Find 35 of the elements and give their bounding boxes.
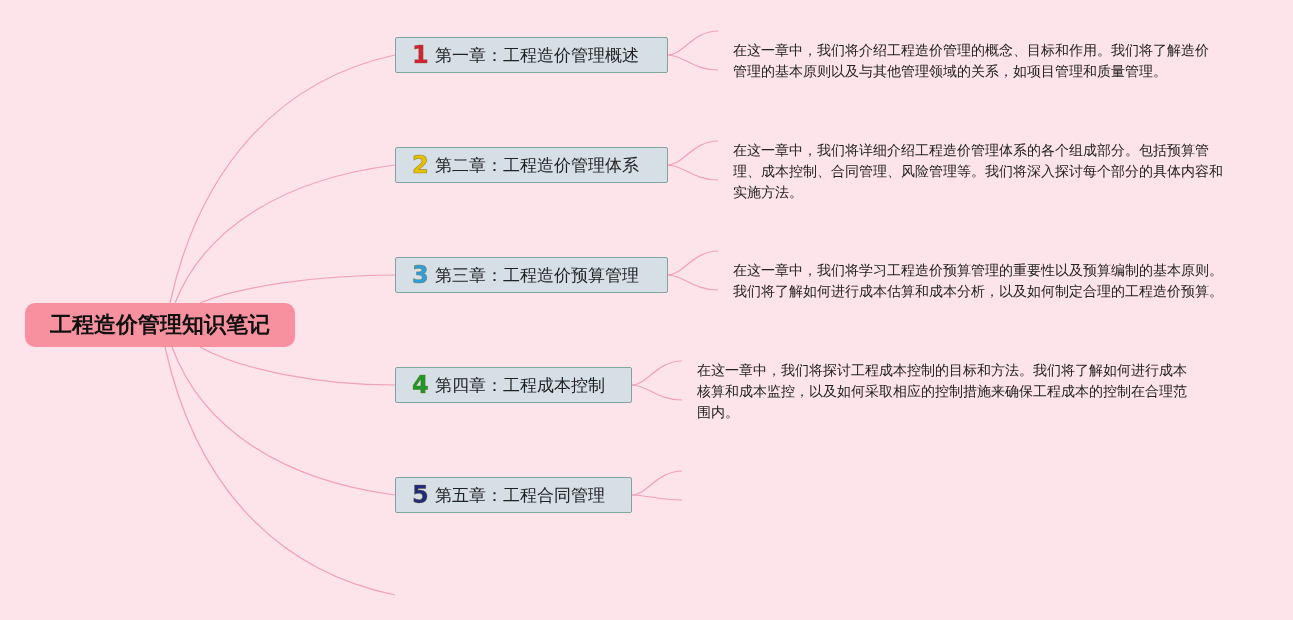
branch-line [631,360,683,386]
description-text: 在这一章中，我们将学习工程造价预算管理的重要性以及预算编制的基本原则。我们将了解如何进行成本估算和成本分析，以及如何制定合理的工程造价预算。 [718,260,1225,306]
description-text: 在这一章中，我们将介绍工程造价管理的概念、目标和作用。我们将了解造价管理的基本原则以及与其他管理领域的关系，如项目管理和质量管理。 [718,40,1220,86]
description-text: 在这一章中，我们将探讨工程成本控制的目标和方法。我们将了解如何进行成本核算和成本监控，以及如何采取相应的控制措施来确保工程成本的控制在合理范围内。 [682,360,1189,426]
branch-line [169,54,396,304]
branch-line [667,250,719,276]
branch-line [199,274,396,304]
chapter-box [395,257,668,293]
branch-line [171,346,396,496]
chapter-title: 第三章：工程造价预算管理 [434,263,639,287]
branch-line [631,384,683,401]
chapter-title: 第二章：工程造价管理体系 [434,153,639,177]
branch-line [667,54,719,71]
branch-line [667,140,719,166]
chapter-number: 5 [412,481,429,509]
chapter-number: 2 [412,151,429,179]
branch-line [631,494,683,501]
chapter-number: 4 [412,371,429,399]
description-text: 在这一章中，我们将详细介绍工程造价管理体系的各个组成部分。包括预算管理、成本控制、合同管理、风险管理等。我们将深入探讨每个部分的具体内容和实施方法。 [718,140,1225,206]
chapter-title: 第五章：工程合同管理 [434,483,605,507]
chapter-box [395,367,632,403]
chapter-box [395,37,668,73]
chapter-box [395,147,668,183]
chapter-title: 第四章：工程成本控制 [434,373,605,397]
branch-line [174,164,396,304]
chapter-number: 1 [412,41,429,69]
chapter-number: 3 [412,261,429,289]
chapter-box [395,477,632,513]
branch-line [199,346,396,386]
branch-line [164,346,396,596]
branch-line [667,30,719,56]
central-topic-box: 工程造价管理知识笔记 [25,303,295,347]
branch-line [667,274,719,291]
chapter-title: 第一章：工程造价管理概述 [434,43,639,67]
branch-line [667,164,719,181]
